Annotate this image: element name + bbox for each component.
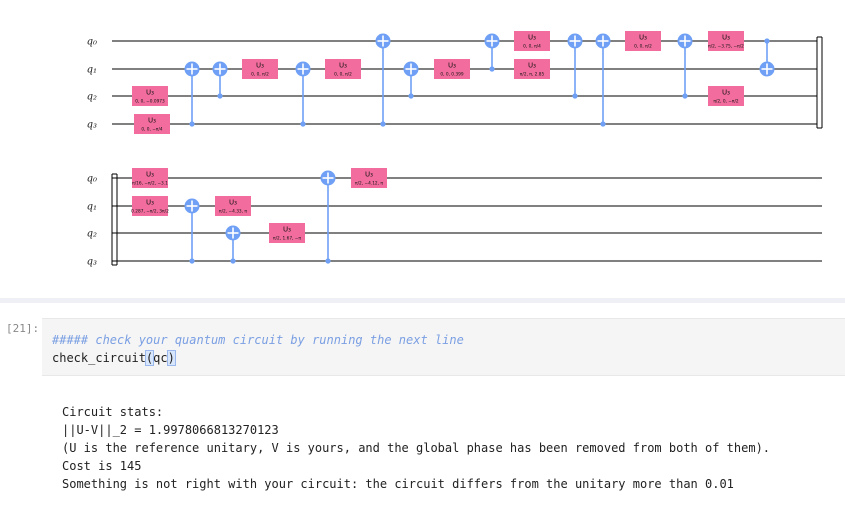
u3-gate — [625, 31, 661, 51]
u3-gate — [215, 196, 251, 216]
u3-gate-name: U₃ — [448, 62, 456, 70]
u3-gate — [242, 59, 278, 79]
qubit-label: q₂ — [87, 92, 97, 103]
code-cell[interactable]: [21]: ##### check your quantum circuit b… — [0, 303, 845, 520]
code-argument: qc — [153, 351, 168, 365]
u3-gate — [132, 86, 168, 106]
qubit-label: q₁ — [87, 202, 97, 213]
cnot-control-dot — [489, 66, 495, 72]
cnot-control-dot — [408, 93, 414, 99]
u3-gate-name: U₃ — [722, 89, 730, 97]
code-input[interactable]: ##### check your quantum circuit by runn… — [42, 318, 845, 376]
cnot-control-dot — [230, 258, 236, 264]
cell-prompt: [21]: — [6, 322, 40, 335]
u3-gate-params: π/2, −4.33, π — [219, 209, 247, 215]
u3-gate-params: π/2, −4.12, π — [355, 181, 383, 187]
u3-gate-name: U₃ — [528, 62, 536, 70]
u3-gate-name: U₃ — [339, 62, 347, 70]
output-line: Cost is 145 — [62, 459, 142, 473]
code-function: check_circuit — [52, 351, 146, 365]
u3-gate-name: U₃ — [229, 199, 237, 207]
cnot-control-dot — [189, 121, 195, 127]
u3-gate-name: U₃ — [146, 89, 154, 97]
qubit-label: q₁ — [87, 65, 97, 76]
u3-gate — [351, 168, 387, 188]
u3-gate-params: 0, 0, 0.399 — [440, 72, 463, 78]
cnot-control-dot — [300, 121, 306, 127]
cnot-control-dot — [217, 93, 223, 99]
cnot-control-dot — [682, 93, 688, 99]
u3-gate — [269, 223, 305, 243]
u3-gate — [134, 114, 170, 134]
u3-gate-name: U₃ — [722, 34, 730, 42]
u3-gate-params: π/16, −π/2, −3.1 — [132, 181, 168, 187]
u3-gate — [132, 196, 168, 216]
u3-gate-params: 0, 0, −0.0973 — [135, 99, 165, 105]
code-comment: ##### check your quantum circuit by runn… — [52, 333, 464, 347]
u3-gate — [514, 59, 550, 79]
u3-gate-name: U₃ — [283, 226, 291, 234]
u3-gate — [132, 168, 168, 188]
cell-separator — [0, 298, 845, 303]
output-line: Circuit stats: — [62, 405, 164, 419]
u3-gate-name: U₃ — [148, 117, 156, 125]
u3-gate — [708, 31, 744, 51]
code-line[interactable]: check_circuit(qc) — [52, 349, 835, 367]
u3-gate-params: π/2, −3.75, −π/2 — [708, 44, 744, 50]
u3-gate-params: 0.287, −π/2, 3π/2 — [131, 209, 169, 215]
u3-gate-name: U₃ — [528, 34, 536, 42]
output-line: (U is the reference unitary, V is yours,… — [62, 441, 771, 455]
u3-gate-name: U₃ — [256, 62, 264, 70]
output-line: Something is not right with your circuit… — [62, 477, 734, 491]
u3-gate-name: U₃ — [639, 34, 647, 42]
cnot-control-dot — [572, 93, 578, 99]
qubit-label: q₃ — [87, 120, 97, 131]
cnot-control-dot — [380, 121, 386, 127]
cnot-control-dot — [325, 258, 331, 264]
qubit-label: q₂ — [87, 229, 97, 240]
u3-gate-params: 0, 0, π/4 — [523, 44, 541, 50]
cnot-control-dot — [764, 38, 770, 44]
bracket-open: ( — [144, 350, 155, 366]
bracket-close: ) — [166, 350, 176, 366]
u3-gate-name: U₃ — [146, 171, 154, 179]
u3-gate-name: U₃ — [365, 171, 373, 179]
u3-gate-params: π/2, 1.67, −π — [273, 236, 301, 242]
u3-gate-params: 0, 0, π/2 — [334, 72, 352, 78]
u3-gate-params: 0, 0, π/2 — [634, 44, 652, 50]
u3-gate-params: π/2, 0, −π/2 — [713, 99, 739, 105]
u3-gate — [514, 31, 550, 51]
qubit-label: q₀ — [87, 37, 97, 48]
u3-gate-params: 0, 0, π/2 — [251, 72, 269, 78]
cnot-control-dot — [189, 258, 195, 264]
u3-gate — [434, 59, 470, 79]
u3-gate-params: π/2, π, 2.85 — [520, 72, 545, 78]
u3-gate — [708, 86, 744, 106]
cnot-control-dot — [600, 121, 606, 127]
u3-gate — [325, 59, 361, 79]
qubit-label: q₃ — [87, 257, 97, 268]
u3-gate-name: U₃ — [146, 199, 154, 207]
cell-output: Circuit stats: ||U-V||_2 = 1.99780668132… — [62, 403, 770, 493]
u3-gate-params: 0, 0, −π/4 — [141, 127, 163, 133]
output-line: ||U-V||_2 = 1.9978066813270123 — [62, 423, 279, 437]
qubit-label: q₀ — [87, 174, 97, 185]
